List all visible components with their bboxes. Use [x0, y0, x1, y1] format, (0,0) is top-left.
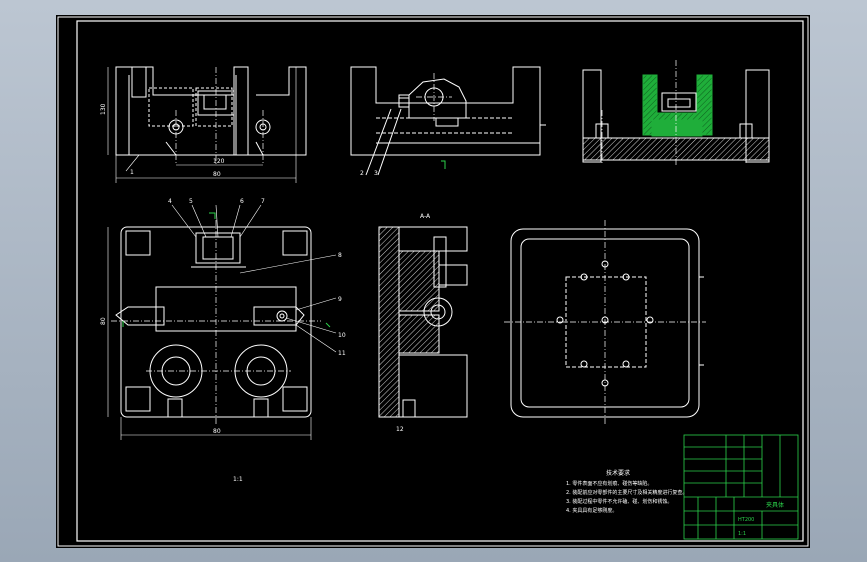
- callout-12: 12: [396, 426, 404, 433]
- callout-4: 4: [168, 198, 172, 205]
- bottom-view: [510, 228, 704, 418]
- cad-drawing: 130 120 80 80 80 1 2 3 4 5 6 7 8 9 10 11…: [57, 16, 809, 547]
- section-marker: A-A: [420, 213, 431, 220]
- callout-11: 11: [338, 350, 346, 357]
- drawing-sheet: 130 120 80 80 80 1 2 3 4 5 6 7 8 9 10 11…: [56, 15, 810, 548]
- tech-note-3: 3. 装配过程中零件不允许磕、碰、划伤和锈蚀。: [566, 498, 672, 505]
- top-view: [115, 226, 312, 418]
- section-aa: [378, 226, 468, 418]
- inner-frame: [76, 20, 804, 542]
- outer-frame: [57, 16, 809, 547]
- green-markers: [122, 160, 446, 328]
- top-view-leaders: [171, 204, 337, 353]
- front-view-right-part: [233, 66, 307, 156]
- dim-top-height: 80: [100, 317, 107, 325]
- callout-3: 3: [374, 170, 378, 177]
- side-view-center: [416, 73, 452, 121]
- callout-1: 1: [130, 169, 134, 176]
- title-block-material: HT200: [738, 517, 754, 523]
- dim-front-height: 130: [100, 103, 107, 115]
- tech-title: 技术要求: [606, 469, 630, 477]
- tech-note-2: 2. 装配前应对零部件的主要尺寸及相关精度进行复查。: [566, 489, 687, 496]
- tech-note-4: 4. 夹具具有足够刚度。: [566, 507, 617, 514]
- dim-top-width: 80: [213, 428, 221, 435]
- dim-front-inner: 120: [213, 158, 225, 165]
- front-view: [115, 66, 271, 156]
- scale-note: 1:1: [233, 476, 243, 483]
- top-view-center: [111, 220, 321, 425]
- side-view: [350, 66, 546, 176]
- callout-2: 2: [360, 170, 364, 177]
- callout-6: 6: [240, 198, 244, 205]
- callout-5: 5: [189, 198, 193, 205]
- front-view-dims: [107, 67, 297, 183]
- callout-8: 8: [338, 252, 342, 259]
- callout-9: 9: [338, 296, 342, 303]
- bottom-view-center: [504, 220, 706, 425]
- title-block-name: 夹具体: [766, 501, 784, 509]
- title-block: [683, 434, 799, 540]
- tech-note-1: 1. 零件表面不应有划痕、碰伤等缺陷。: [566, 480, 652, 487]
- callout-7: 7: [261, 198, 265, 205]
- title-block-scale: 1:1: [738, 531, 746, 537]
- front-view-center: [175, 67, 264, 165]
- callout-10: 10: [338, 332, 346, 339]
- section-view-center: [601, 60, 747, 165]
- dim-front-width: 80: [213, 171, 221, 178]
- top-view-dims: [107, 227, 312, 440]
